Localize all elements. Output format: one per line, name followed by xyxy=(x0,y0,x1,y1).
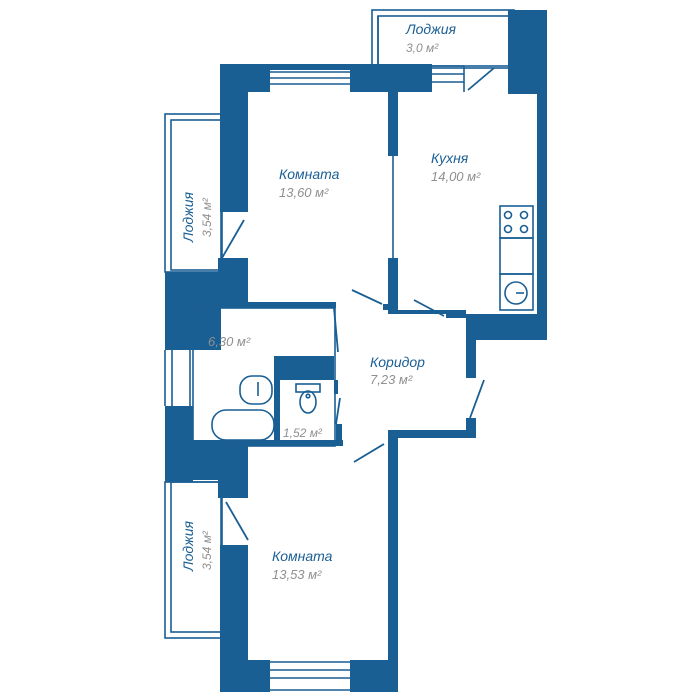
wall-toilet-right-bottom xyxy=(336,424,342,446)
wall-room-bottom-left xyxy=(220,545,248,667)
corridor-area: 7,23 м² xyxy=(370,372,413,387)
wall-room-top-left xyxy=(220,92,248,212)
door-room-top-corridor xyxy=(351,289,383,305)
loggia-left-bottom-outline xyxy=(164,481,223,639)
wall-room-bath xyxy=(248,302,336,308)
wall-bath-toilet-bottom xyxy=(193,440,343,446)
kitchen-sink-icon xyxy=(499,273,534,311)
door-room-top-loggia xyxy=(221,219,245,259)
wall-toilet-left xyxy=(274,380,280,442)
loggia-left-bottom-name: Лоджия xyxy=(180,520,196,572)
toilet-icon xyxy=(295,383,321,414)
window-kitchen xyxy=(432,65,465,92)
wall-top-window-head xyxy=(270,64,350,70)
wall-left-lower-pillar xyxy=(165,406,193,482)
bathtub-icon xyxy=(211,409,275,441)
wall-toilet-top xyxy=(274,356,334,380)
loggia-top-area: 3,0 м² xyxy=(406,41,439,55)
loggia-top-name: Лоджия xyxy=(405,21,457,37)
wall-room-kitchen-top xyxy=(388,92,398,156)
room-top-area: 13,60 м² xyxy=(279,185,329,200)
loggia-left-top-name: Лоджия xyxy=(180,191,196,243)
wall-room-bottom-right xyxy=(388,438,398,692)
wall-corridor-right-top xyxy=(466,318,476,378)
stove-icon xyxy=(499,205,534,239)
wall-bottom-left-corner xyxy=(220,660,270,692)
loggia-top-outline xyxy=(371,9,515,69)
kitchen-name: Кухня xyxy=(431,150,469,166)
room-top-name: Комната xyxy=(279,166,340,182)
kitchen-area: 14,00 м² xyxy=(431,169,481,184)
wall-kitchen-bottom-left xyxy=(446,314,466,318)
bathroom-area: 6,30 м² xyxy=(208,334,251,349)
door-room-bottom xyxy=(353,443,385,463)
wall-left-lower-block-2 xyxy=(218,470,248,498)
wall-bottom-right-corner xyxy=(350,660,398,692)
wall-room-kitchen-bottom xyxy=(388,258,398,314)
wall-corridor-bottom xyxy=(388,430,476,438)
loggia-left-top-area: 3,54 м² xyxy=(200,197,214,237)
corridor-name: Коридор xyxy=(370,354,425,370)
wall-top-middle xyxy=(350,64,432,92)
washbasin-icon xyxy=(239,375,273,405)
door-kitchen-loggia xyxy=(467,67,495,91)
wall-corridor-top-right xyxy=(398,310,466,314)
window-bottom-room xyxy=(270,661,350,691)
wall-kitchen-bottom xyxy=(466,314,547,340)
wall-left-middle-top xyxy=(218,258,248,308)
wall-kitchen-right xyxy=(537,90,547,340)
window-top-room xyxy=(270,71,350,85)
wall-corridor-right-bottom xyxy=(466,418,476,438)
wall-toilet-right xyxy=(334,380,338,394)
door-room-bottom-loggia xyxy=(225,501,249,541)
toilet-area: 1,52 м² xyxy=(283,426,323,440)
wall-top-left-corner xyxy=(220,64,270,92)
window-bathroom xyxy=(164,350,191,406)
wall-left-bath-outer xyxy=(193,308,221,350)
door-entrance xyxy=(469,379,485,419)
room-bottom-name: Комната xyxy=(272,548,333,564)
loggia-left-bottom-area: 3,54 м² xyxy=(200,530,214,570)
kitchen-counter xyxy=(499,237,534,275)
wall-top-right-pillar xyxy=(508,10,547,94)
room-bottom-area: 13,53 м² xyxy=(272,567,322,582)
door-toilet xyxy=(335,397,341,425)
door-bathroom xyxy=(333,307,339,353)
wall-corridor-top-left xyxy=(383,304,398,310)
